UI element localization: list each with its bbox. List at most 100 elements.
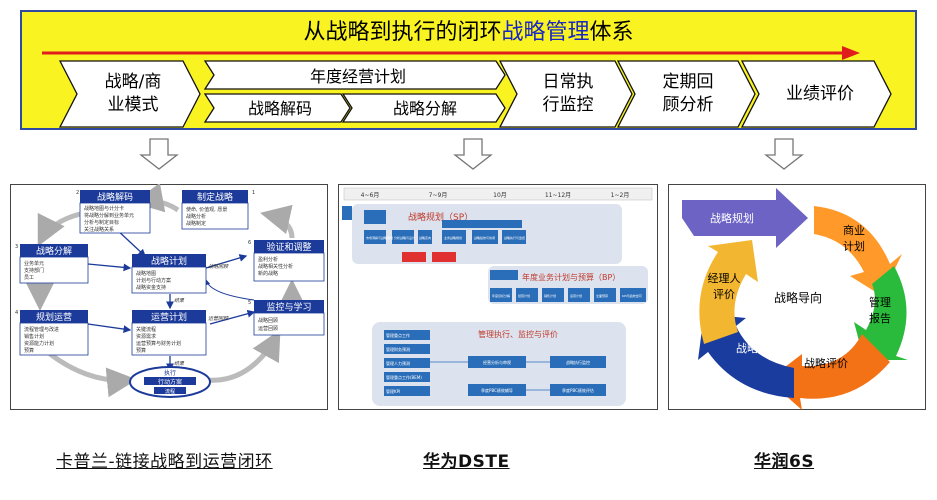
label-results-2: 结果 (174, 360, 185, 367)
loop-arrow-right-top (260, 204, 295, 239)
caption-huawei-text: 华为DSTE (423, 452, 510, 472)
node-breakdown-title: 战略分解 (36, 245, 72, 257)
seg-label-manager-eval-1: 经理人 (708, 272, 741, 285)
review-box-0: 经营分析与审视 (483, 359, 511, 365)
seg-label-strategy-planning: 战略规划 (710, 211, 754, 225)
node-formulate-l3: 战略制定 (186, 220, 206, 227)
exec-box-0: 管理重点工作 (386, 332, 410, 338)
bp-box-5: KPI与绩效合同 (622, 293, 642, 298)
sp-box-5: 战略执行与监控 (504, 235, 525, 240)
chevron-breakdown (341, 93, 506, 123)
node-breakdown-l1: 业务单元 (24, 260, 44, 267)
step-review-line1: 定期回 (663, 72, 714, 92)
sp-box-3: 业务战略规划 (444, 235, 462, 240)
execution-process: 流程 (165, 388, 175, 395)
down-arrow-left-icon (139, 138, 179, 170)
bp-box-3: 运营计划 (570, 293, 582, 298)
step-performance: 业绩评价 (786, 84, 854, 104)
caption-huarun-text: 华润6S (754, 452, 815, 472)
node-strat-plan-l1: 战略地图 (136, 270, 156, 277)
node-plan-ops-num: 4 (15, 310, 18, 316)
down-arrows (139, 138, 804, 170)
node-decoding-l1: 战略地图与计分卡 (84, 205, 124, 212)
node-monitor-l1: 战略回顾 (258, 317, 278, 324)
node-ops-plan-l1: 关键流程 (136, 326, 156, 333)
node-formulate-l1: 使命, 价值观, 愿景 (186, 206, 227, 213)
huarun-diagram: 战略规划 商业 计划 管理 报告 战略评价 战略审计 经理人 评价 战略导向 (682, 188, 908, 410)
node-formulate-l2: 战略分析 (186, 213, 206, 220)
loop-arrow-bottom-right (205, 329, 281, 383)
seg-manager-eval (699, 240, 758, 344)
caption-huawei: 华为DSTE (423, 447, 510, 472)
step-breakdown: 战略分解 (393, 99, 457, 118)
month-3: 11~12月 (545, 192, 571, 199)
step-strategy-line2: 业模式 (108, 95, 159, 115)
node-decoding-title: 战略解码 (97, 191, 133, 203)
node-ops-plan-l2: 资源需求 (136, 333, 156, 340)
node-validate-l1: 盈利分析 (258, 256, 278, 263)
node-ops-plan-title: 运营计划 (151, 311, 187, 323)
node-plan-ops-l2: 销售计划 (24, 333, 44, 340)
node-decoding-num: 2 (76, 190, 79, 196)
banner-title: 从战略到执行的闭环战略管理体系 (303, 20, 634, 45)
node-validate-title: 验证和调整 (266, 241, 311, 253)
node-validate-num: 6 (248, 240, 251, 246)
down-arrow-right-icon (764, 138, 804, 170)
banner-graphics: 战略/商 业模式 年度经营计划 战略解码 战略分解 日常执 行监控 定期回 顾分… (42, 46, 892, 128)
sp-box-1: 分析战略与设计 (394, 235, 415, 240)
huarun-center: 战略导向 (774, 290, 822, 305)
execution-action-plan: 行动方案 (158, 378, 182, 386)
review-box-1: 战略执行监控 (566, 359, 590, 365)
red-arrow-head (842, 46, 860, 60)
seg-strategy-planning (682, 188, 808, 248)
chevron-performance (740, 60, 892, 128)
step-daily-line2: 行监控 (543, 95, 594, 115)
loop-arrow-left-top (37, 211, 81, 247)
node-ops-plan-l3: 运营预算与财务计划 (136, 340, 181, 347)
seg-label-business-plan-1: 商业 (843, 223, 865, 237)
label-results-1: 结果 (174, 297, 185, 304)
seg-label-mgmt-report-2: 报告 (869, 311, 891, 325)
seg-label-mgmt-report-1: 管理 (869, 295, 891, 309)
sp-box-4: 战略绩效与协调 (474, 235, 495, 240)
step-review-line2: 顾分析 (663, 95, 714, 115)
node-validate-l2: 战略相关性分析 (258, 263, 293, 270)
bp-box-0: 年度目标分解 (492, 293, 510, 298)
node-strat-plan-l3: 战略资金支持 (136, 284, 166, 291)
node-monitor-num: 5 (248, 300, 251, 306)
exec-box-1: 管理财务预测 (386, 346, 410, 352)
node-strat-plan-title: 战略计划 (151, 255, 187, 267)
month-4: 1~2月 (611, 192, 630, 199)
bp-title: 年度业务计划与预算（BP） (522, 272, 620, 282)
seg-mgmt-report (854, 266, 908, 360)
node-formulate-title: 制定战略 (197, 191, 233, 203)
node-plan-ops-title: 规划运营 (36, 311, 72, 323)
seg-label-business-plan-2: 计划 (843, 240, 865, 253)
bp-box-4: 全面预算 (596, 293, 608, 298)
huawei-diagram: 4~6月 7~9月 10月 11~12月 1~2月 战略规划（SP） 市场洞察与… (342, 187, 653, 406)
node-breakdown-num: 3 (15, 244, 18, 250)
node-monitor-l2: 运营回顾 (258, 325, 278, 332)
node-decoding-l3: 分析与制定目标 (84, 219, 119, 226)
month-2: 10月 (493, 192, 507, 199)
chevron-strategy-model (58, 60, 201, 128)
execution-label: 执行 (164, 369, 176, 377)
exec-title: 管理执行、监控与评价 (478, 329, 558, 339)
node-formulate-num: 1 (252, 190, 255, 196)
step-daily-line1: 日常执 (543, 72, 594, 92)
label-ops-review: 运营回顾 (208, 315, 229, 322)
down-arrow-middle-icon (453, 138, 493, 170)
node-decoding-l2: 将战略分解到业务单元 (84, 212, 134, 219)
node-validate-l3: 新的战略 (258, 270, 278, 277)
sp-box-0: 市场洞察与战略规划 (366, 235, 393, 240)
seg-label-strategy-eval: 战略评价 (804, 356, 848, 370)
step-annual-plan: 年度经营计划 (310, 67, 406, 86)
seg-strategy-eval (768, 334, 890, 410)
month-0: 4~6月 (361, 192, 380, 199)
step-decoding: 战略解码 (248, 99, 312, 118)
loop-arrow-bottom-left (48, 351, 137, 398)
node-decoding-l4: 关注战略关系 (84, 226, 114, 233)
exec-box-4: 管理KPI (386, 388, 400, 394)
sp-box-2: 战略定向 (419, 235, 431, 240)
node-plan-ops-l1: 流程管理与改进 (24, 326, 59, 333)
